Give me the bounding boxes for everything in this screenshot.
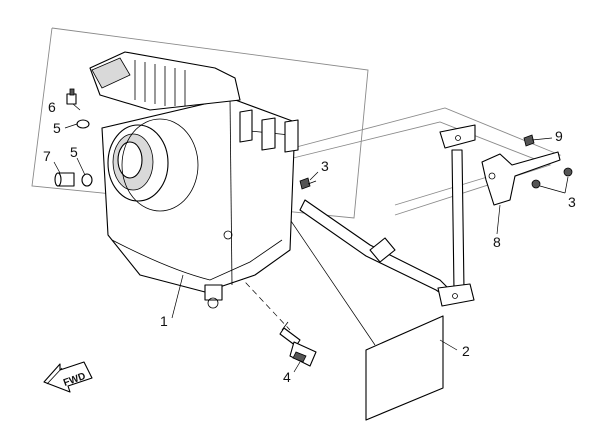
callout-9: 9: [555, 128, 563, 144]
filter-pad: [365, 315, 444, 421]
bolt-right-upper: [563, 167, 573, 177]
bolt-left: [299, 177, 317, 190]
assembly-frame: [31, 27, 562, 219]
bolt-nine: [523, 134, 535, 147]
callout-8: 8: [493, 234, 501, 250]
support-bracket-arm: [299, 124, 476, 307]
air-box-housing: [89, 51, 299, 309]
callout-2: 2: [462, 343, 470, 359]
callout-5-upper: 5: [53, 120, 61, 136]
callout-4: 4: [283, 369, 291, 385]
callout-leaders: [53, 123, 569, 373]
hose-clamp-upper: [76, 119, 90, 129]
bolt-right-lower: [531, 179, 541, 189]
temperature-sensor: [279, 321, 317, 367]
forward-arrow-icon: FWD: [43, 361, 93, 393]
callout-3-right: 3: [568, 194, 576, 210]
callout-6: 6: [48, 99, 56, 115]
drain-plug: [54, 172, 75, 187]
callout-1: 1: [160, 313, 168, 329]
callout-3-left: 3: [321, 158, 329, 174]
callout-5-lower: 5: [70, 144, 78, 160]
side-bracket: [481, 151, 561, 206]
hose-clamp-lower: [81, 173, 93, 187]
callout-7: 7: [43, 148, 51, 164]
breather-fitting: [66, 88, 81, 111]
